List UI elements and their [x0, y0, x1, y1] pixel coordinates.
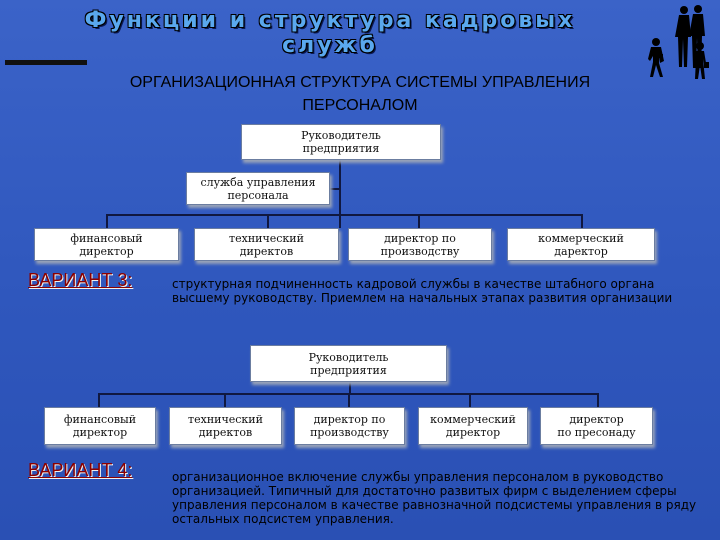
variant-4-label: ВАРИАНТ 4: — [28, 460, 133, 480]
box-line: предприятия — [310, 363, 387, 377]
box-line: директор — [72, 426, 128, 439]
box-line: Руководитель — [308, 350, 389, 364]
box-line: директор по — [384, 231, 456, 245]
connector — [581, 214, 583, 228]
box-line: служба управления — [200, 175, 316, 189]
business-people-silhouettes-icon — [648, 5, 709, 79]
box-line: производству — [380, 244, 460, 258]
connector — [106, 214, 583, 216]
connector — [348, 393, 350, 407]
connector — [98, 393, 100, 407]
connector — [339, 160, 341, 228]
connector — [267, 214, 269, 228]
slide-title-line1: Функции и структура кадровых — [84, 8, 576, 33]
title-underline-bar — [5, 60, 87, 65]
box-line: директов — [198, 426, 253, 439]
connector — [469, 393, 471, 407]
variant-3-description: структурная подчиненность кадровой служб… — [172, 277, 673, 305]
connector — [330, 188, 339, 190]
box-line: коммерческий — [538, 231, 624, 245]
connector — [418, 214, 420, 228]
box-line: директор по — [313, 413, 386, 426]
box-line: Руководитель — [301, 129, 381, 142]
structure-heading-line1: ОРГАНИЗАЦИОННАЯ СТРУКТУРА СИСТЕМЫ УПРАВЛ… — [129, 74, 591, 91]
box-line: финансовый — [70, 231, 143, 245]
box-line: даректор — [554, 244, 608, 258]
slide-title-line2: служб — [282, 33, 378, 58]
variant-4-description: организационное включение службы управле… — [172, 470, 697, 526]
connector — [597, 393, 599, 407]
box-line: директов — [239, 244, 294, 258]
box-line: коммерческий — [430, 413, 516, 426]
box-line: производству — [310, 426, 389, 439]
variant-3-label: ВАРИАНТ 3: — [28, 270, 133, 290]
connector — [349, 382, 351, 394]
box-line: предприятия — [302, 142, 380, 155]
box-line: персонала — [227, 188, 289, 202]
box-line: финансовый — [63, 413, 137, 426]
box-line: технический — [188, 413, 263, 426]
box-line: технический — [229, 231, 304, 245]
box-line: директор — [445, 426, 501, 439]
box-line: директор — [79, 244, 134, 258]
box-line: директор — [569, 413, 624, 426]
connector — [224, 393, 226, 407]
connector — [106, 214, 108, 228]
box-line: по пресонаду — [557, 426, 636, 439]
structure-heading-line2: ПЕРСОНАЛОМ — [302, 97, 418, 114]
